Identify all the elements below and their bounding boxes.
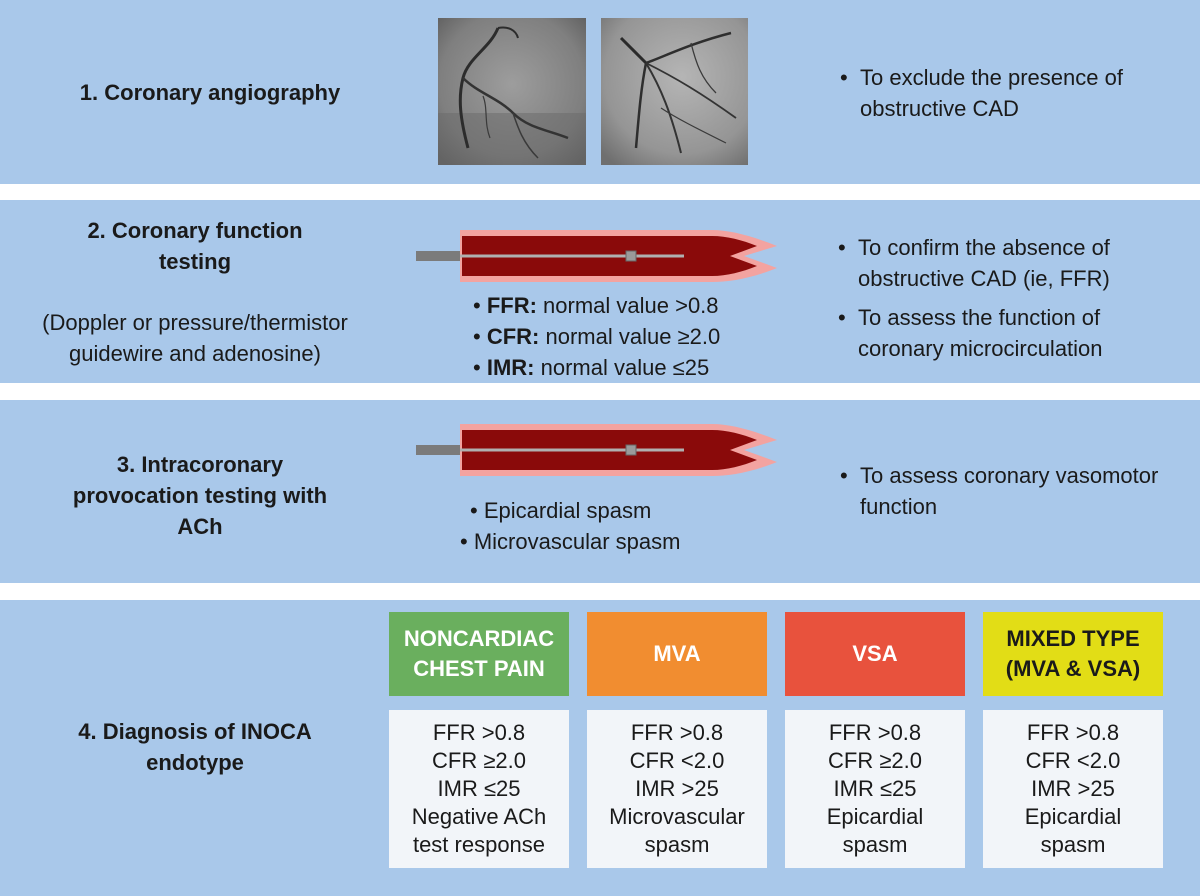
microvascular-spasm-item: Microvascular spasm [460, 526, 760, 557]
step1-title: 1. Coronary angiography [79, 80, 341, 105]
criteria-box-mixed: FFR >0.8 CFR <2.0 IMR >25 Epicardial spa… [983, 710, 1163, 868]
imr-label: IMR: [486, 355, 535, 380]
cfr-normal-value: CFR: normal value ≥2.0 [473, 321, 773, 352]
category-mva: MVA [587, 612, 767, 696]
step2-purpose-item: To assess the function of coronary micro… [838, 302, 1168, 364]
criteria-line: test response [412, 832, 546, 857]
step2-normal-values-list: FFR: normal value >0.8 CFR: normal value… [473, 290, 773, 383]
coronary-vessel-with-guidewire-illustration [416, 424, 777, 476]
criteria-line: IMR ≤25 [833, 776, 917, 801]
category-mixed-type: MIXED TYPE (MVA & VSA) [983, 612, 1163, 696]
criteria-line: Negative ACh [411, 804, 547, 829]
criteria-line: IMR >25 [1031, 776, 1115, 801]
panel-diagnosis-endotype: 4. Diagnosis of INOCA endotype NONCARDIA… [0, 600, 1200, 896]
angiogram-image-left-coronary [601, 18, 748, 165]
step3-title: 3. Intracoronary provocation testing wit… [72, 452, 328, 539]
cfr-label: CFR: [486, 324, 540, 349]
step2-purpose-list: To confirm the absence of obstructive CA… [838, 232, 1168, 364]
angiogram-image-right-coronary [438, 18, 586, 165]
epicardial-spasm-item: Epicardial spasm [460, 495, 760, 526]
ffr-value-text: normal value >0.8 [536, 293, 719, 318]
criteria-line: FFR >0.8 [432, 720, 526, 745]
step3-purpose-list: To assess coronary vasomotor function [840, 460, 1160, 522]
criteria-line: FFR >0.8 [828, 720, 922, 745]
criteria-box-vsa: FFR >0.8 CFR ≥2.0 IMR ≤25 Epicardial spa… [785, 710, 965, 868]
criteria-line: IMR ≤25 [437, 776, 521, 801]
criteria-line: CFR ≥2.0 [828, 748, 922, 773]
category-vsa: VSA [785, 612, 965, 696]
step1-purpose-list: To exclude the presence of obstructive C… [840, 62, 1160, 124]
criteria-line: FFR >0.8 [630, 720, 724, 745]
ffr-label: FFR: [486, 293, 537, 318]
imr-normal-value: IMR: normal value ≤25 [473, 352, 773, 383]
criteria-line: spasm [644, 832, 710, 857]
criteria-line: Microvascular [609, 804, 745, 829]
panel-provocation-testing: 3. Intracoronary provocation testing wit… [0, 400, 1200, 583]
step3-purpose-item: To assess coronary vasomotor function [840, 460, 1160, 522]
panel-coronary-function-testing: 2. Coronary function testing (Doppler or… [0, 200, 1200, 383]
criteria-box-mva: FFR >0.8 CFR <2.0 IMR >25 Microvascular … [587, 710, 767, 868]
criteria-line: Epicardial [1024, 804, 1122, 829]
step2-subtitle: (Doppler or pressure/thermistor guidewir… [42, 310, 348, 366]
coronary-vessel-with-guidewire-illustration [416, 230, 777, 282]
step1-purpose-item: To exclude the presence of obstructive C… [840, 62, 1160, 124]
criteria-line: spasm [1040, 832, 1106, 857]
criteria-line: CFR <2.0 [629, 748, 725, 773]
cfr-value-text: normal value ≥2.0 [539, 324, 721, 349]
criteria-line: spasm [842, 832, 908, 857]
step4-title: 4. Diagnosis of INOCA endotype [78, 719, 312, 775]
criteria-line: FFR >0.8 [1026, 720, 1120, 745]
step3-spasm-list: Epicardial spasm Microvascular spasm [460, 495, 760, 557]
criteria-line: Epicardial [826, 804, 924, 829]
criteria-line: CFR ≥2.0 [432, 748, 526, 773]
imr-value-text: normal value ≤25 [534, 355, 710, 380]
category-noncardiac-chest-pain: NONCARDIAC CHEST PAIN [389, 612, 569, 696]
ffr-normal-value: FFR: normal value >0.8 [473, 290, 773, 321]
criteria-line: CFR <2.0 [1025, 748, 1121, 773]
criteria-box-noncardiac: FFR >0.8 CFR ≥2.0 IMR ≤25 Negative ACh t… [389, 710, 569, 868]
step2-purpose-item: To confirm the absence of obstructive CA… [838, 232, 1168, 294]
step2-title: 2. Coronary function testing [87, 218, 303, 274]
criteria-line: IMR >25 [635, 776, 719, 801]
panel-coronary-angiography: 1. Coronary angiography [0, 0, 1200, 184]
